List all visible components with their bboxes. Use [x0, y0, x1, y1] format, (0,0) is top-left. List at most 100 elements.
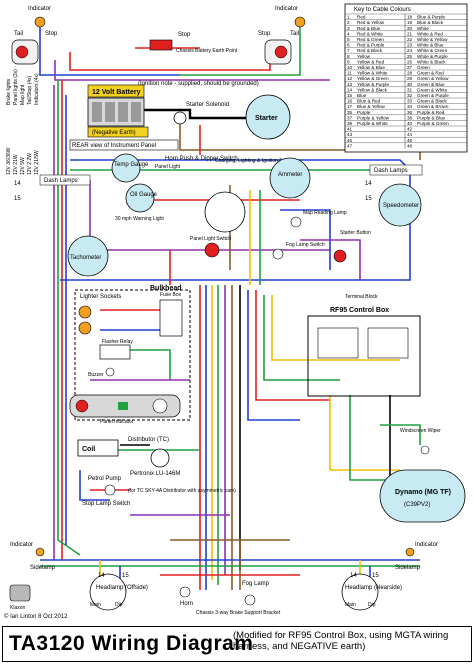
- key-cable-number: 5: [347, 37, 350, 42]
- starter-button-label: Starter Button: [340, 230, 371, 236]
- key-cable-colour: Red & White: [357, 31, 383, 36]
- lighter-socket-2: [78, 321, 92, 335]
- key-cable-colour: Blue & Yellow: [357, 104, 386, 109]
- bulkhead-section: Bulkhead Lighter Sockets Fuse Box Flashe…: [69, 285, 183, 425]
- key-cable-number: 22: [407, 37, 413, 42]
- panel-indicator-green: [118, 402, 128, 410]
- key-cable-colour: Green: [417, 65, 430, 70]
- stop-lamp-switch-label: Stop Lamp Switch: [82, 501, 130, 507]
- indicator-right-label: Indicator: [275, 6, 298, 12]
- indicator-br-lamp: [405, 547, 415, 557]
- key-cable-colour: Yellow & Red: [357, 59, 385, 64]
- pertronix-note: (for TC SKY-4A Distributor with asymmetr…: [128, 488, 236, 494]
- key-cable-number: 34: [407, 104, 413, 109]
- key-cable-number: 26: [407, 59, 413, 64]
- oil-gauge: [125, 183, 155, 213]
- stop-switch: [149, 39, 173, 51]
- distributor: [150, 448, 170, 468]
- key-cable-number: 19: [407, 20, 413, 25]
- key-cable-number: 41: [347, 127, 353, 132]
- headlamp-nearside-dip: Dip: [368, 602, 376, 608]
- fog-lamp: [244, 594, 256, 606]
- dynamo-label: Dynamo (MG TF): [395, 489, 451, 496]
- fuse-box: [159, 299, 183, 337]
- fog-switch-label: Fog Lamp Switch: [286, 242, 325, 248]
- bulb-spec-0: 12V 36/36W: [6, 147, 12, 175]
- key-cable-number: 12: [347, 76, 353, 81]
- key-cable-number: 11: [347, 71, 352, 76]
- key-cable-number: 4: [347, 31, 350, 36]
- key-cable-number: 7: [347, 48, 350, 53]
- tachometer-label: Tachometer: [70, 255, 101, 261]
- rf95-cutout: [367, 327, 409, 359]
- flasher-relay-label: Flasher Relay: [102, 339, 133, 345]
- key-cable-number: 37: [347, 115, 353, 120]
- key-cable-number: 38: [407, 115, 413, 120]
- bulb-note-1: Panel lights (3x): [13, 69, 19, 105]
- dash-lamps-left-box: [39, 174, 91, 186]
- key-cable-colour: Yellow & White: [357, 71, 388, 76]
- tail-lamp-right: [274, 45, 288, 59]
- key-cable-colour: Purple: [357, 110, 371, 115]
- dash-lamps-right-label: Dash Lamps: [374, 168, 408, 174]
- horn: [179, 586, 191, 598]
- rf95-control-box: RF95 Control Box: [307, 307, 421, 397]
- key-cable-number: 42: [407, 127, 413, 132]
- pertronix-label: Pertronix LU-146M: [130, 471, 180, 477]
- fog-switch: [272, 248, 284, 260]
- panel-indicator-label: Panel Indicator: [100, 419, 134, 425]
- rf95-label: RF95 Control Box: [330, 307, 389, 314]
- diagram-title: TA3120 Wiring Diagram: [9, 632, 254, 655]
- key-cable-colour: Purple & White: [357, 121, 388, 126]
- tail-right-label: Tail: [290, 31, 299, 37]
- ign-note: (Ignition note - supplied, should be gro…: [138, 81, 259, 87]
- rf95-regulator: [317, 327, 359, 359]
- stop-right-label: Stop: [258, 31, 271, 37]
- key-cable-number: 6: [347, 43, 350, 48]
- indicator-left-lamp: [34, 16, 46, 28]
- key-cable-colour: White & Yellow: [417, 37, 448, 42]
- dash-lamps-left-label: Dash Lamps: [44, 178, 78, 184]
- instrument-panel: REAR view of Instrument Panel Dash Lamps…: [39, 139, 423, 300]
- key-cable-number: 36: [407, 110, 413, 115]
- battery-cell-3: [118, 102, 128, 122]
- horn-push-label: Horn Push & Dipper Switch: [165, 156, 238, 162]
- key-cable-number: 45: [347, 138, 353, 143]
- bulb-spec-2: 12V 5W: [20, 157, 26, 175]
- key-cable-colour: White & Green: [417, 48, 448, 53]
- stop-left-label: Stop: [45, 31, 58, 37]
- wire-num-14c: 14: [14, 181, 21, 187]
- key-cable-colour: Blue & Red: [357, 99, 381, 104]
- key-cable-colour: Red & Black: [357, 48, 383, 53]
- key-cable-colour: Blue & Purple: [417, 15, 446, 20]
- rear-view-label: REAR view of Instrument Panel: [72, 143, 156, 149]
- wire-num-14d: 14: [365, 181, 372, 187]
- rear-lamps: Indicator Indicator Tail Stop Stop Tail …: [11, 6, 306, 65]
- indicator-right-lamp: [294, 16, 306, 28]
- key-cable-colour: Red & Purple: [357, 43, 385, 48]
- warning-light-label: 30 mph Warning Light: [115, 216, 164, 222]
- key-cable-number: 15: [347, 93, 353, 98]
- key-cable-colour: White & Blue: [417, 43, 444, 48]
- stop-switch-label: Stop: [178, 32, 191, 38]
- key-cable-number: 29: [407, 76, 413, 81]
- horn-push-switch: [204, 191, 246, 233]
- key-cable-number: 21: [407, 31, 413, 36]
- key-cable-colour: Green & Brown: [417, 104, 449, 109]
- bulkhead-label: Bulkhead: [150, 285, 182, 292]
- rf95-box: [307, 315, 421, 397]
- key-cable-number: 40: [407, 121, 413, 126]
- key-cable-colour: Purple & Blue: [417, 115, 446, 120]
- diagram-subtitle: (Modified for RF95 Control Box, using MG…: [233, 630, 449, 652]
- battery-label: 12 Volt Battery: [92, 89, 141, 96]
- starter-label: Starter: [255, 115, 278, 122]
- map-lamp-label: Map Reading Lamp: [303, 210, 347, 216]
- indicator-bl-label: Indicator: [10, 542, 33, 548]
- wire-num-14a: 14: [98, 573, 105, 579]
- headlamp-offside-label: Headlamp (Offside): [96, 585, 148, 591]
- petrol-pump: [104, 484, 116, 496]
- key-cable-colour: Purple & Green: [417, 121, 449, 126]
